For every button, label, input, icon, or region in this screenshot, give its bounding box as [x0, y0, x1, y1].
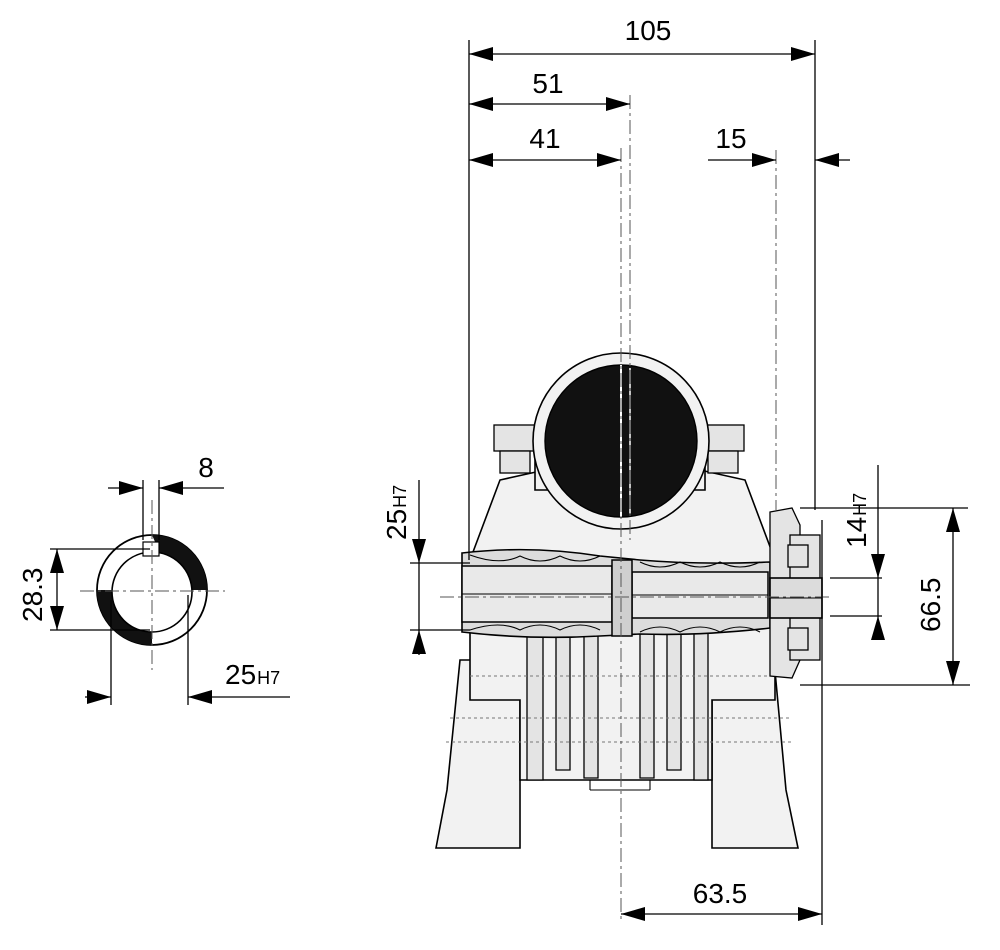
dim-input-height: 66.5 [915, 508, 960, 685]
svg-text:25H7: 25H7 [225, 659, 280, 690]
svg-text:41: 41 [529, 123, 560, 154]
dim-base-to-face: 63.5 [621, 878, 822, 921]
dim-center-to-face: 51 [469, 68, 630, 111]
svg-text:15: 15 [715, 123, 746, 154]
svg-text:63.5: 63.5 [693, 878, 748, 909]
shaft-section-view [80, 500, 225, 670]
dim-input-shaft: 14H7 [841, 465, 885, 640]
svg-text:105: 105 [625, 15, 672, 46]
svg-text:66.5: 66.5 [915, 578, 946, 633]
dim-output-bore: 25H7 [381, 480, 426, 655]
gearbox-housing [435, 352, 823, 849]
dim-flange-thickness: 15 [708, 123, 850, 167]
svg-text:14H7: 14H7 [841, 493, 872, 548]
dim-keyway-width: 8 [108, 452, 224, 540]
dim-keyway-depth: 28.3 [17, 548, 150, 631]
svg-text:28.3: 28.3 [17, 568, 48, 623]
svg-text:25H7: 25H7 [381, 485, 412, 540]
dim-body-to-center: 41 [469, 123, 621, 167]
dim-overall-width: 105 [469, 15, 815, 61]
svg-text:8: 8 [198, 452, 214, 483]
left-bolt [493, 424, 537, 452]
svg-text:51: 51 [532, 68, 563, 99]
dim-bore-diameter: 25H7 [85, 595, 290, 705]
